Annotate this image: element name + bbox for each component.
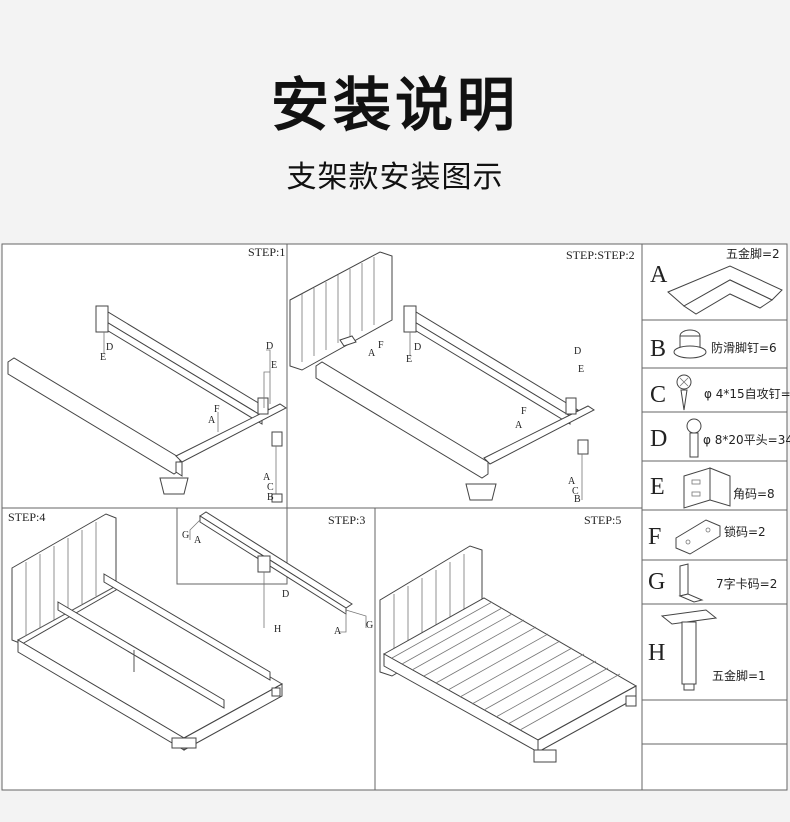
- foot-pad-icon: [673, 329, 707, 359]
- angle-bracket-icon: [683, 467, 731, 509]
- svg-text:D: D: [574, 346, 581, 357]
- step4-headboard: [11, 513, 117, 645]
- step5-label: STEP:5: [584, 513, 621, 527]
- svg-text:H: H: [274, 624, 281, 635]
- part-a-letter: A: [650, 262, 668, 288]
- svg-text:F: F: [521, 406, 527, 417]
- lock-plate-icon: [675, 519, 721, 555]
- svg-text:G: G: [182, 530, 189, 541]
- self-tapping-screw-icon: [676, 374, 692, 411]
- part-d-name: φ 8*20平头=34: [703, 433, 790, 447]
- svg-text:A: A: [263, 472, 271, 483]
- svg-text:A: A: [334, 626, 342, 637]
- parts-grid: [642, 319, 787, 745]
- headboard: [289, 251, 393, 371]
- page-subtitle: 支架款安装图示: [286, 161, 504, 194]
- l-clip-icon: [678, 563, 704, 603]
- step2-diagram: STEP:STEP:2 F A D E D E F A A C B: [289, 248, 635, 505]
- svg-text:F: F: [214, 404, 220, 415]
- step4-label: STEP:4: [8, 510, 45, 524]
- svg-text:A: A: [515, 420, 523, 431]
- parts-list: A 五金脚=2 B 防滑脚钉=6 C φ 4*15自攻钉=26 D φ 8*20…: [648, 246, 790, 691]
- svg-text:D: D: [266, 341, 273, 352]
- part-b-letter: B: [650, 336, 666, 362]
- part-a-name: 五金脚=2: [726, 246, 780, 261]
- svg-text:F: F: [378, 340, 384, 351]
- part-h-letter: H: [648, 640, 665, 666]
- svg-text:D: D: [282, 589, 289, 600]
- svg-text:C: C: [572, 486, 579, 497]
- bracket-e: [95, 305, 109, 333]
- step3-label: STEP:3: [328, 513, 365, 527]
- svg-text:B: B: [267, 492, 274, 503]
- corner-bracket-icon: [667, 265, 783, 315]
- step3-box-left: [176, 508, 288, 585]
- part-e-name: 角码=8: [733, 487, 775, 501]
- svg-text:E: E: [271, 360, 277, 371]
- part-f-name: 锁码=2: [724, 524, 766, 539]
- part-c-name: φ 4*15自攻钉=26: [704, 387, 790, 401]
- svg-text:A: A: [194, 535, 202, 546]
- svg-text:G: G: [366, 620, 373, 631]
- support-leg-icon: [660, 609, 718, 691]
- step4-diagram: STEP:4: [8, 510, 284, 751]
- part-d-letter: D: [650, 426, 667, 452]
- callout-d: D: [106, 342, 113, 353]
- svg-text:B: B: [574, 494, 581, 505]
- step3-diagram: STEP:3 G A D H A G: [182, 511, 373, 637]
- part-e-letter: E: [650, 474, 665, 500]
- part-g-name: 7字卡码=2: [716, 576, 777, 591]
- step1-label: STEP:1: [248, 245, 285, 259]
- callout-e: E: [100, 352, 106, 363]
- step5-diagram: STEP:5: [379, 513, 638, 763]
- svg-text:E: E: [578, 364, 584, 375]
- svg-text:E: E: [406, 354, 412, 365]
- flat-head-bolt-icon: [686, 418, 702, 458]
- part-b-name: 防滑脚钉=6: [711, 340, 777, 355]
- step2-label: STEP:STEP:2: [566, 248, 635, 262]
- svg-text:A: A: [568, 476, 576, 487]
- svg-text:D: D: [414, 342, 421, 353]
- part-f-letter: F: [648, 524, 661, 550]
- side-rail-front: [175, 403, 287, 463]
- part-g-letter: G: [648, 569, 665, 595]
- page-title: 安装说明: [270, 73, 519, 138]
- part-c-letter: C: [650, 382, 666, 408]
- svg-text:A: A: [368, 348, 376, 359]
- part-h-name: 五金脚=1: [712, 668, 766, 683]
- step1-diagram: STEP:1 D E D E F A A C B: [7, 245, 287, 503]
- svg-text:A: A: [208, 415, 216, 426]
- svg-text:C: C: [267, 482, 274, 493]
